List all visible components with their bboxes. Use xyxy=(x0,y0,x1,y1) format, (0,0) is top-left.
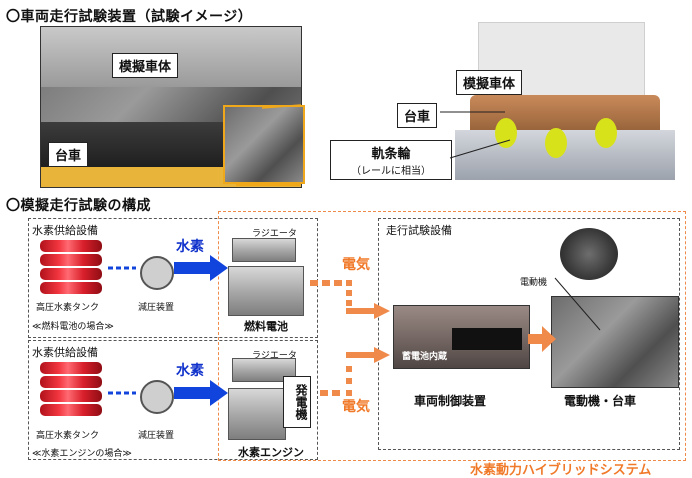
illustration-car-body-label: 模擬車体 xyxy=(456,70,523,95)
rail-wheel-1 xyxy=(495,118,517,148)
photo-bogie-label: 台車 xyxy=(48,142,89,167)
lower-radiator-label: ラジエータ xyxy=(252,351,297,361)
upper-radiator-label: ラジエータ xyxy=(252,229,297,239)
rail-wheel-3 xyxy=(595,118,617,148)
section2-title: 〇模擬走行試験の構成 xyxy=(6,198,151,214)
lower-supply-group xyxy=(28,340,318,460)
lower-electricity-label: 電気 xyxy=(342,399,370,415)
upper-supply-group xyxy=(28,218,318,338)
engine-label: 水素エンジン xyxy=(238,446,304,459)
upper-hydrogen-label: 水素 xyxy=(176,239,204,255)
tank-bar xyxy=(40,254,102,266)
fuel-cell-label: 燃料電池 xyxy=(244,320,288,333)
wheel-zoom-inset xyxy=(223,105,305,184)
test-facility-group xyxy=(378,218,680,450)
motor-icon xyxy=(560,228,618,280)
tank-bar xyxy=(40,404,102,416)
rail-wheel-callout: 軌条輪 （レールに相当） xyxy=(330,140,452,180)
illustration-bogie-label: 台車 xyxy=(397,103,438,128)
test-facility-title: 走行試験設備 xyxy=(386,224,452,237)
upper-hydrogen-arrow xyxy=(108,255,228,281)
hybrid-system-boundary xyxy=(218,211,686,461)
generator-box: 発電機 xyxy=(283,376,311,428)
lower-case-label: ≪水素エンジンの場合≫ xyxy=(32,449,132,459)
upper-electricity-label: 電気 xyxy=(342,257,370,273)
upper-group-title: 水素供給設備 xyxy=(32,224,98,237)
tank-bar xyxy=(40,268,102,280)
rail-wheel-note: （レールに相当） xyxy=(351,166,431,177)
section1-title: 〇車両走行試験装置（試験イメージ） xyxy=(6,9,253,25)
upper-case-label: ≪燃料電池の場合≫ xyxy=(32,322,114,332)
rail-wheel-2 xyxy=(545,128,567,158)
lower-electric-arrow xyxy=(320,347,390,396)
battery-block xyxy=(452,328,522,350)
motor-bogie-photo xyxy=(551,296,679,388)
upper-regulator-label: 減圧装置 xyxy=(138,303,175,313)
lower-regulator-icon xyxy=(140,380,174,414)
lower-hydrogen-arrow xyxy=(108,380,228,406)
upper-tank-label: 高圧水素タンク xyxy=(36,303,100,313)
lower-hydrogen-label: 水素 xyxy=(176,363,204,379)
system-name-label: 水素動力ハイブリッドシステム xyxy=(470,463,652,478)
tank-bar xyxy=(40,362,102,374)
upper-radiator-icon xyxy=(232,238,296,262)
upper-regulator-icon xyxy=(140,256,174,290)
lower-tank-label: 高圧水素タンク xyxy=(36,431,100,441)
tank-bar xyxy=(40,376,102,388)
rail-wheel-label: 軌条輪 xyxy=(371,147,411,162)
battery-label: 蓄電池内蔵 xyxy=(402,352,448,362)
motor-bogie-label: 電動機・台車 xyxy=(564,394,637,408)
controller-to-motor-arrow xyxy=(528,326,556,352)
tank-bar xyxy=(40,240,102,252)
callout-lines xyxy=(440,111,601,331)
tank-bar xyxy=(40,282,102,294)
zoom-guide-lines xyxy=(261,104,302,109)
motor-label: 電動機 xyxy=(520,278,548,288)
photo-car-body-label: 模擬車体 xyxy=(112,53,179,78)
lower-group-title: 水素供給設備 xyxy=(32,346,98,359)
lower-regulator-label: 減圧装置 xyxy=(138,431,175,441)
controller-label: 車両制御装置 xyxy=(414,394,487,408)
upper-electric-arrow xyxy=(310,280,390,319)
tank-bar xyxy=(40,390,102,402)
fuel-cell-icon xyxy=(228,266,304,316)
